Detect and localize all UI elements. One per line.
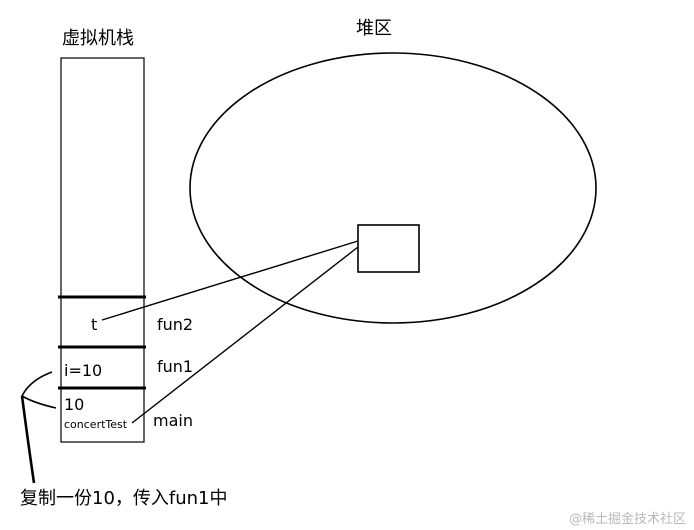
reference-arrow-concertTest (131, 246, 359, 424)
stack-cell-concertTest: concertTest (64, 418, 128, 431)
copy-pointer-line (20, 395, 36, 484)
copy-brace (20, 371, 57, 409)
stack-column (60, 57, 145, 443)
heap-area (189, 52, 597, 324)
frame-label-main: main (153, 411, 193, 430)
frame-label-fun1: fun1 (157, 357, 194, 376)
watermark: @稀土掘金技术社区 (568, 512, 686, 527)
stack-cell-t: t (91, 315, 98, 334)
stack-cell-value: 10 (64, 395, 85, 414)
heap-object (357, 224, 420, 273)
copy-annotation: 复制一份10，传入fun1中 (20, 488, 228, 509)
stack-cell-i: i=10 (64, 361, 103, 380)
stack-title: 虚拟机栈 (62, 28, 134, 49)
heap-title: 堆区 (356, 18, 392, 39)
frame-label-fun2: fun2 (157, 315, 194, 334)
reference-arrow-t (101, 240, 359, 321)
